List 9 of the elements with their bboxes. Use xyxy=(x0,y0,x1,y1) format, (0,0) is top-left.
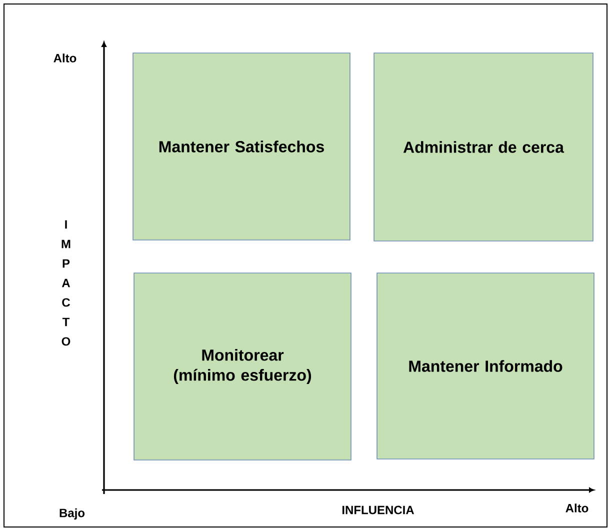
axis-label: IMPACTO xyxy=(62,220,70,346)
quadrant-box: Mantener Informado xyxy=(376,272,594,460)
quadrant-box: Monitorear (mínimo esfuerzo) xyxy=(134,272,352,460)
quadrant-box: Mantener Satisfechos xyxy=(132,52,350,240)
axis-label: Bajo xyxy=(60,508,85,520)
axis-label: INFLUENCIA xyxy=(342,506,414,514)
axis-label: Alto xyxy=(54,54,76,62)
quadrant-box: Administrar de cerca xyxy=(374,52,594,242)
axis-label: Alto xyxy=(566,504,588,512)
